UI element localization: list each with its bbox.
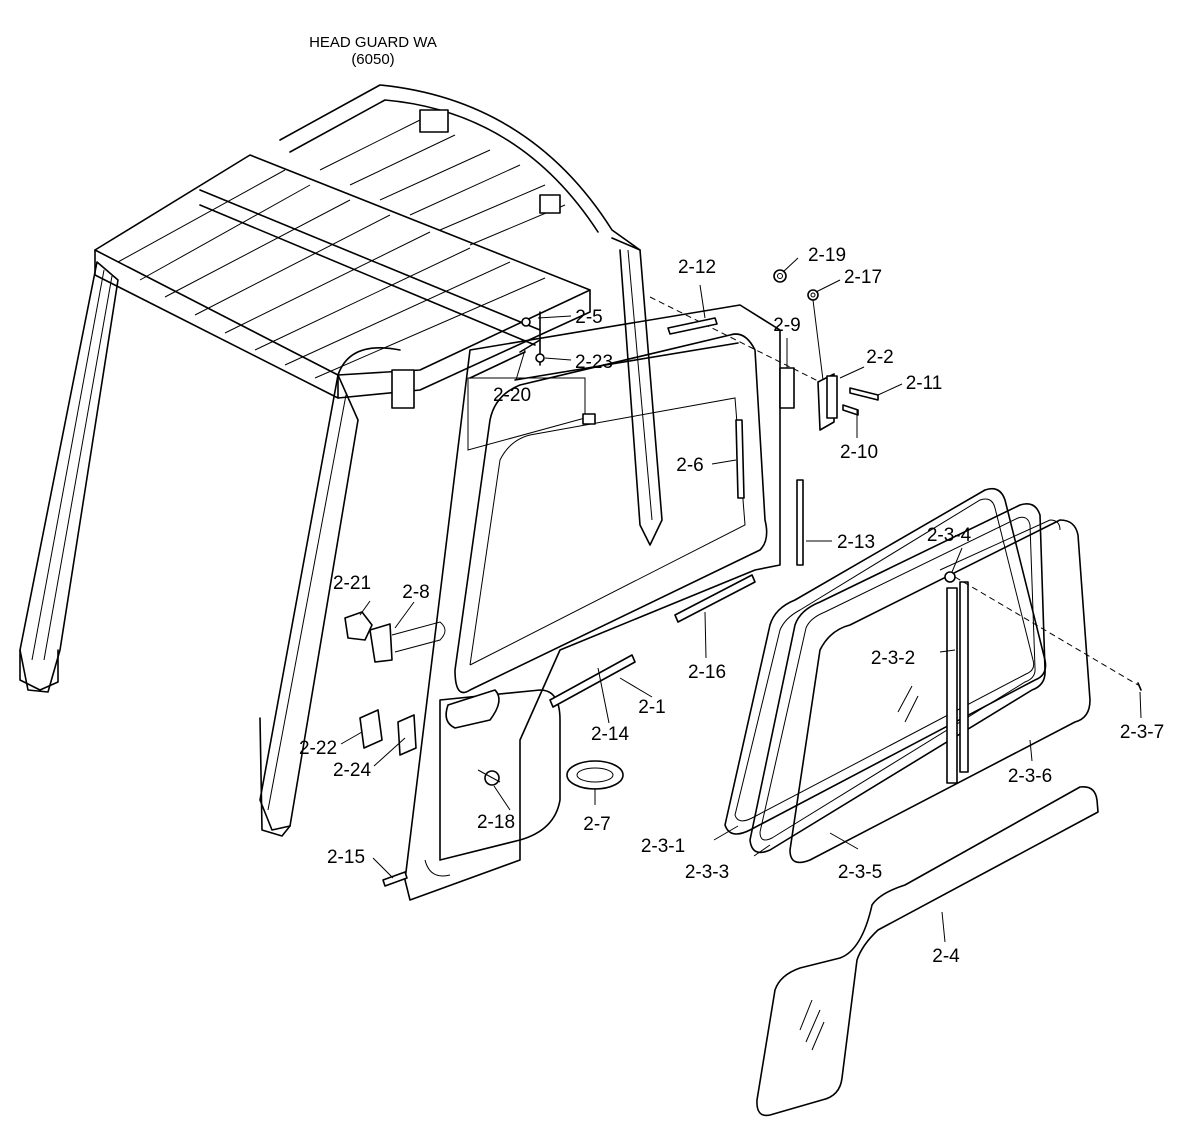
- sliding-window-assembly: [724, 487, 1142, 864]
- label-2-15: 2-15: [327, 847, 365, 868]
- label-2-6: 2-6: [676, 455, 703, 476]
- label-2-21: 2-21: [333, 573, 371, 594]
- gas-spring-assembly: [467, 311, 596, 451]
- label-2-3-6: 2-3-6: [1008, 766, 1052, 787]
- label-2-3-5: 2-3-5: [838, 862, 882, 883]
- label-2-11: 2-11: [906, 373, 943, 394]
- leader-lines: [340, 257, 1142, 943]
- label-2-2: 2-2: [866, 347, 893, 368]
- label-2-3-7: 2-3-7: [1120, 722, 1164, 743]
- diagram-title: HEAD GUARD WA: [309, 34, 437, 51]
- label-2-4: 2-4: [932, 946, 960, 967]
- door-frame-part: [382, 304, 781, 901]
- label-2-3-2: 2-3-2: [871, 648, 915, 669]
- label-2-1: 2-1: [638, 697, 665, 718]
- label-2-3-4: 2-3-4: [927, 525, 972, 546]
- label-2-16: 2-16: [688, 662, 726, 683]
- diagram-subtitle: (6050): [351, 51, 394, 68]
- label-2-22: 2-22: [299, 738, 337, 759]
- lower-side-panel: [756, 785, 1099, 1117]
- head-guard-frame: [19, 84, 663, 837]
- label-2-20: 2-20: [493, 385, 531, 406]
- label-2-8: 2-8: [402, 582, 429, 603]
- label-2-3-1: 2-3-1: [641, 836, 685, 857]
- label-2-14: 2-14: [591, 724, 629, 745]
- label-2-17: 2-17: [844, 267, 882, 288]
- label-2-24: 2-24: [333, 760, 371, 781]
- label-2-5: 2-5: [575, 307, 602, 328]
- label-2-12: 2-12: [678, 257, 716, 278]
- label-2-7: 2-7: [583, 814, 610, 835]
- small-fasteners: [359, 709, 501, 786]
- label-2-9: 2-9: [773, 315, 800, 336]
- label-2-23: 2-23: [575, 352, 613, 373]
- seal-strip-upper: [667, 317, 718, 335]
- hinge-parts: [649, 269, 879, 431]
- label-2-3-3: 2-3-3: [685, 862, 729, 883]
- latch-assembly: [344, 611, 446, 663]
- part-labels: 2-1 2-2 2-3-1 2-3-2 2-3-3 2-3-4 2-3-5 2-…: [299, 245, 1164, 967]
- label-2-13: 2-13: [837, 532, 875, 553]
- seal-strip-vertical: [796, 479, 804, 566]
- label-2-18: 2-18: [477, 812, 515, 833]
- label-2-10: 2-10: [840, 442, 878, 463]
- label-2-19: 2-19: [808, 245, 846, 266]
